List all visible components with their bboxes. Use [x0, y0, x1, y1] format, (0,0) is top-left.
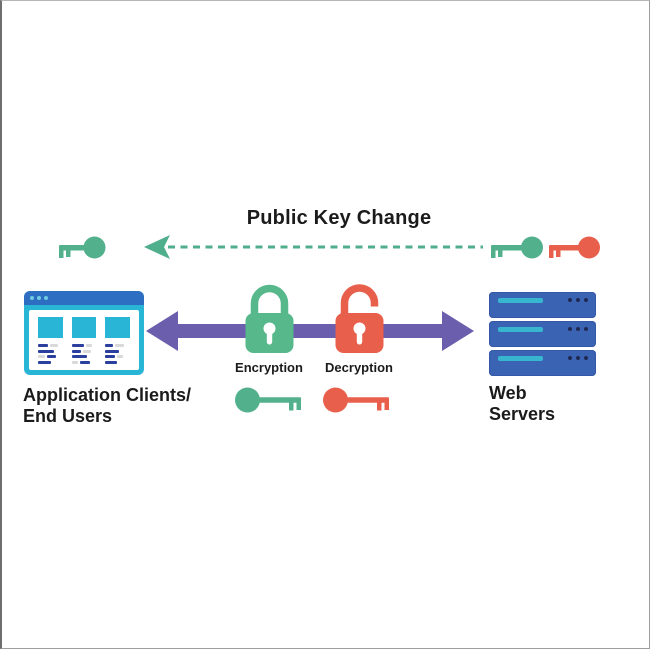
decryption-lock-icon — [335, 284, 384, 353]
green-key-left-icon — [59, 236, 106, 259]
server-unit — [489, 321, 596, 347]
browser-dots-icon — [30, 296, 48, 300]
green-key-right-icon — [491, 236, 543, 259]
green-key-bottom-icon — [235, 387, 301, 413]
page-title: Public Key Change — [246, 207, 432, 229]
client-label-line1: Application Clients/ — [23, 385, 192, 405]
client-label-line2: End Users — [23, 406, 113, 426]
browser-column — [71, 317, 97, 364]
bidirectional-arrow-icon — [146, 311, 474, 351]
red-key-bottom-icon — [323, 387, 389, 413]
server-unit — [489, 292, 596, 318]
dashed-arrow-icon — [144, 235, 483, 259]
browser-titlebar — [24, 291, 144, 305]
browser-column — [105, 317, 131, 364]
encryption-lock-icon — [245, 284, 294, 353]
client-node-label: Application Clients/ End Users — [23, 385, 191, 427]
red-key-right-icon — [549, 236, 600, 259]
decryption-label: Decryption — [325, 360, 393, 375]
server-unit — [489, 350, 596, 376]
encryption-label: Encryption — [235, 360, 303, 375]
browser-column — [38, 317, 63, 364]
browser-content — [29, 310, 139, 370]
server-stack-icon — [489, 292, 596, 376]
browser-window-icon — [24, 291, 144, 375]
server-node-label: Web Servers — [489, 383, 556, 424]
